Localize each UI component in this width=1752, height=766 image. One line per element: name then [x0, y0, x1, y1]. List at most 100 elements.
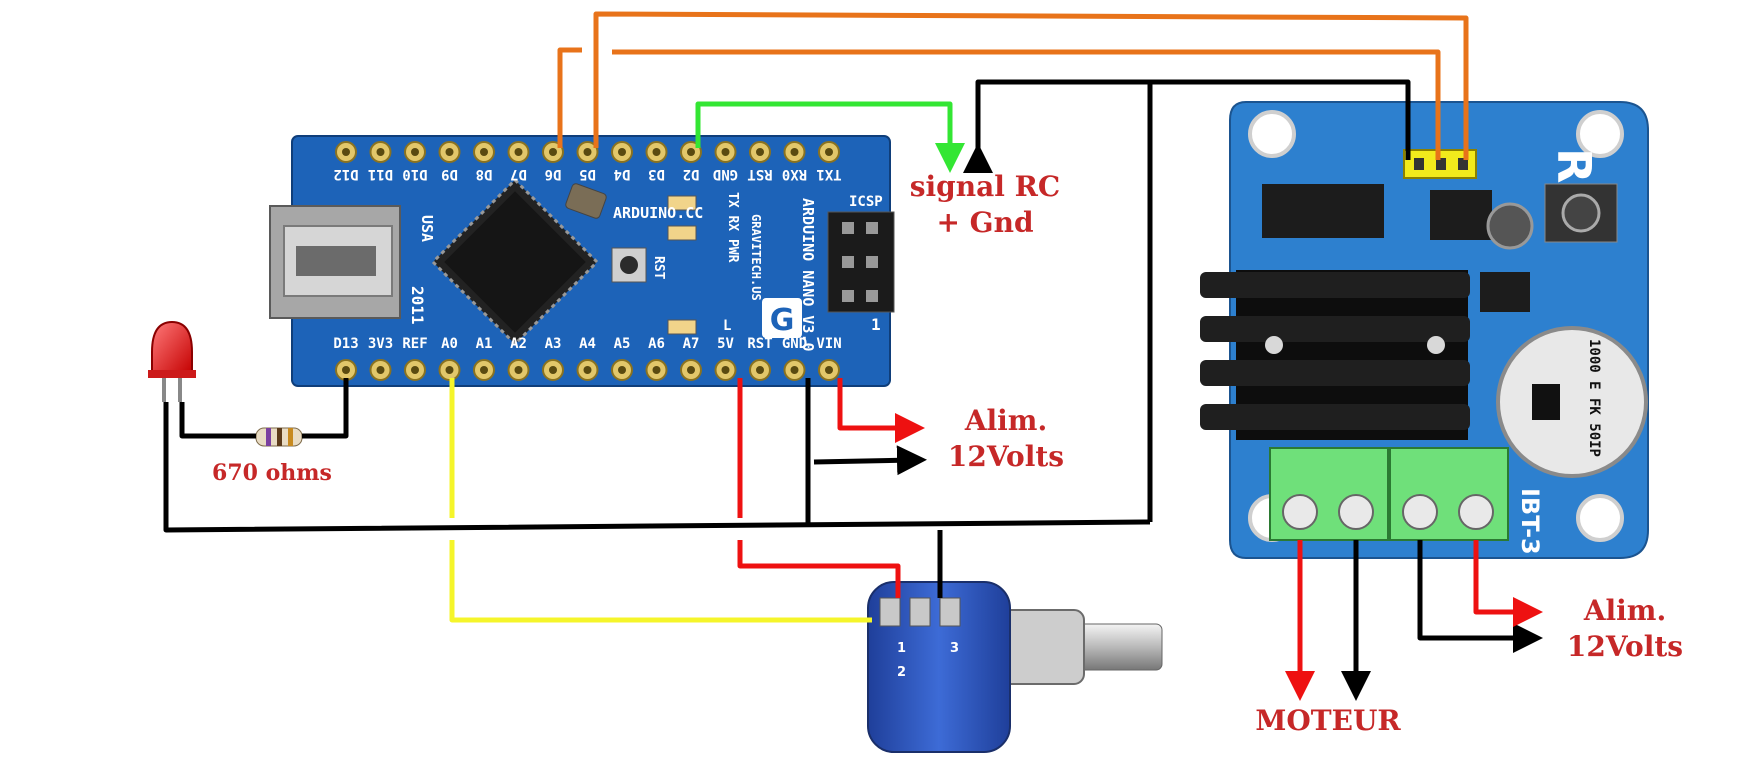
silk-year: 2011 [408, 286, 427, 325]
svg-text:G: G [770, 303, 795, 338]
bottom-pin-pad-hole-1 [376, 366, 385, 374]
silk-rst: RST [651, 256, 666, 280]
top-pin-pad-hole-6 [549, 148, 557, 156]
top-pin-pad-hole-5 [514, 148, 523, 156]
bottom-pin-pad-hole-3 [445, 366, 454, 374]
top-pin-pad-hole-7 [583, 148, 592, 156]
top-pin-label-11: GND [713, 166, 738, 182]
bottom-pin-pad-hole-8 [618, 366, 626, 374]
top-pin-pad-hole-2 [411, 148, 419, 156]
wire-black-led-resistor [179, 402, 256, 439]
icsp-header [827, 211, 895, 313]
pot-pin-2: 2 [897, 665, 906, 680]
wire-orange-d6 [557, 47, 582, 148]
wire-black-gnd-driver [963, 79, 1411, 173]
top-pin-pad-hole-14 [825, 148, 833, 156]
top-pin-label-10: D2 [683, 166, 700, 182]
bottom-pin-pad-hole-6 [549, 366, 557, 374]
driver-ic-right [1430, 190, 1492, 240]
bottom-pin-pad-hole-13 [790, 366, 799, 374]
top-pin-label-12: RST [747, 166, 772, 182]
top-pin-label-2: D10 [402, 166, 427, 182]
label-resistor: 670 ohms [212, 460, 332, 486]
top-pin-pad-hole-12 [756, 148, 764, 156]
top-pin-label-14: TX1 [816, 166, 841, 182]
resistor [255, 427, 303, 447]
wire-red-5v-lower [737, 540, 901, 598]
top-pin-pad-hole-13 [790, 148, 799, 156]
bottom-pin-label-3: A0 [441, 336, 458, 352]
top-pin-label-3: D9 [441, 166, 458, 182]
pot-shaft [1077, 623, 1163, 671]
pot-pin-1: 1 [897, 641, 906, 656]
bottom-pin-label-14: VIN [816, 336, 841, 352]
label-alim-arduino: Alim. [964, 404, 1047, 437]
silk-one: 1 [871, 315, 881, 334]
wire-black-resistor-d13 [302, 378, 349, 439]
heatsink [1200, 270, 1470, 440]
bottom-pin-pad-hole-10 [687, 366, 695, 374]
potentiometer: 1 2 3 [867, 581, 1163, 753]
red-led [148, 320, 196, 402]
top-pin-pad-hole-1 [376, 148, 385, 156]
bottom-pin-label-4: A1 [476, 336, 493, 352]
bottom-pin-label-8: A5 [614, 336, 631, 352]
wires [163, 11, 1543, 701]
wire-red-vin [837, 378, 925, 443]
wire-yellow-a0-lower [449, 540, 872, 623]
label-alim-driver: Alim. [1583, 594, 1666, 627]
top-pin-label-5: D7 [510, 166, 527, 182]
bottom-pin-pad-hole-5 [514, 366, 523, 374]
bottom-pin-label-12: RST [747, 336, 772, 352]
capacitor-label: 1000 E FK 50IP [1586, 339, 1602, 457]
bottom-pin-label-6: A3 [545, 336, 562, 352]
bottom-pin-label-13: GND [782, 336, 807, 352]
top-pin-label-4: D8 [476, 166, 493, 182]
top-pin-pad-hole-3 [445, 148, 454, 156]
top-pin-label-13: RX0 [782, 166, 807, 182]
mount-hole-top-left [1248, 110, 1296, 158]
wire-black-ground-bus [163, 402, 1151, 533]
bottom-pin-pad-hole-11 [721, 366, 730, 374]
bottom-pin-pad-hole-0 [342, 366, 350, 374]
top-pin-label-0: D12 [333, 166, 358, 182]
wire-red-driver-power [1473, 540, 1543, 627]
bottom-pin-pad-hole-12 [756, 366, 764, 374]
driver-model-label: IBT-3 [1516, 488, 1544, 555]
bottom-pin-pad-hole-4 [480, 366, 488, 374]
label-signal-rc: signal RC [910, 170, 1060, 203]
mount-hole-top-right [1576, 110, 1624, 158]
silk-usa: USA [418, 215, 436, 242]
wire-black-gnd-arrow [813, 445, 927, 476]
power-terminal-block [1389, 447, 1509, 541]
silk-tx-rx-pwr: TX RX PWR [725, 192, 740, 263]
pot-pin-3: 3 [950, 641, 959, 656]
driver-ic-left [1262, 184, 1384, 238]
label-alim-arduino-volts: 12Volts [948, 440, 1064, 473]
bottom-pin-label-11: 5V [717, 336, 734, 352]
bottom-pin-pad-hole-2 [411, 366, 419, 374]
silk-nano: ARDUINO NANO V3.0 [799, 198, 817, 352]
top-pin-pad-hole-8 [618, 148, 626, 156]
bottom-pin-label-5: A2 [510, 336, 527, 352]
top-pin-pad-hole-11 [721, 148, 730, 156]
electrolytic-capacitor: 1000 E FK 50IP [1496, 326, 1648, 478]
pot-nut [999, 609, 1085, 685]
silk-arduino-cc: ARDUINO.CC [613, 204, 703, 222]
bottom-pin-pad-hole-9 [652, 366, 661, 374]
svg-text:R: R [1547, 148, 1601, 183]
label-motor: MOTEUR [1255, 704, 1401, 737]
silk-l: L [723, 318, 731, 334]
mount-hole-bottom-right [1576, 494, 1624, 542]
label-signal-gnd: + Gnd [936, 206, 1033, 239]
wire-green-d2 [695, 101, 965, 173]
label-alim-driver-volts: 12Volts [1567, 630, 1683, 663]
bottom-pin-label-7: A4 [579, 336, 596, 352]
top-pin-label-7: D5 [579, 166, 596, 182]
top-pin-pad-hole-4 [480, 148, 488, 156]
top-pin-pad-hole-10 [687, 148, 695, 156]
silk-gravitech: GRAVITECH.US [749, 214, 763, 301]
top-pin-label-1: D11 [368, 166, 393, 182]
